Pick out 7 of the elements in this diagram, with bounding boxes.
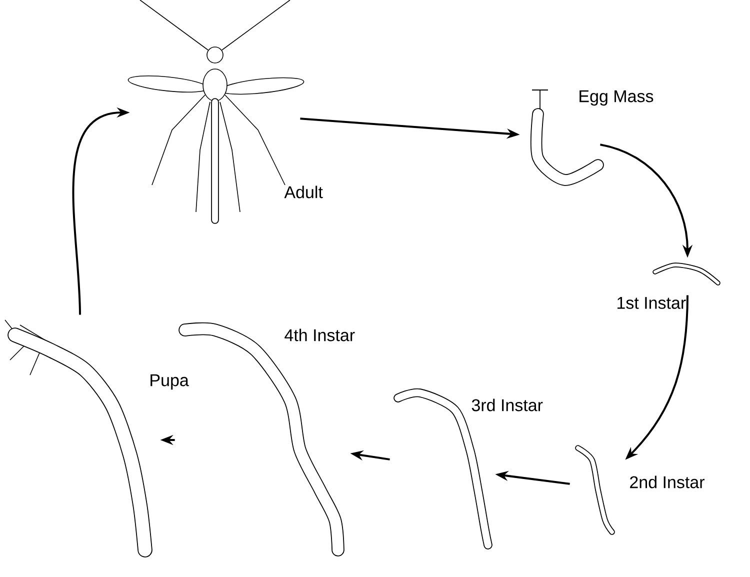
stage-label: 2nd Instar — [630, 476, 704, 488]
stage-label: Adult — [284, 186, 323, 198]
stage-label: Pupa — [150, 374, 189, 390]
stage-label: 3rd Instar — [472, 398, 543, 412]
stage-label: 4th Instar — [284, 328, 355, 342]
stage-label: 1st Instar — [618, 297, 686, 309]
stage-label: Egg Mass — [580, 90, 654, 106]
